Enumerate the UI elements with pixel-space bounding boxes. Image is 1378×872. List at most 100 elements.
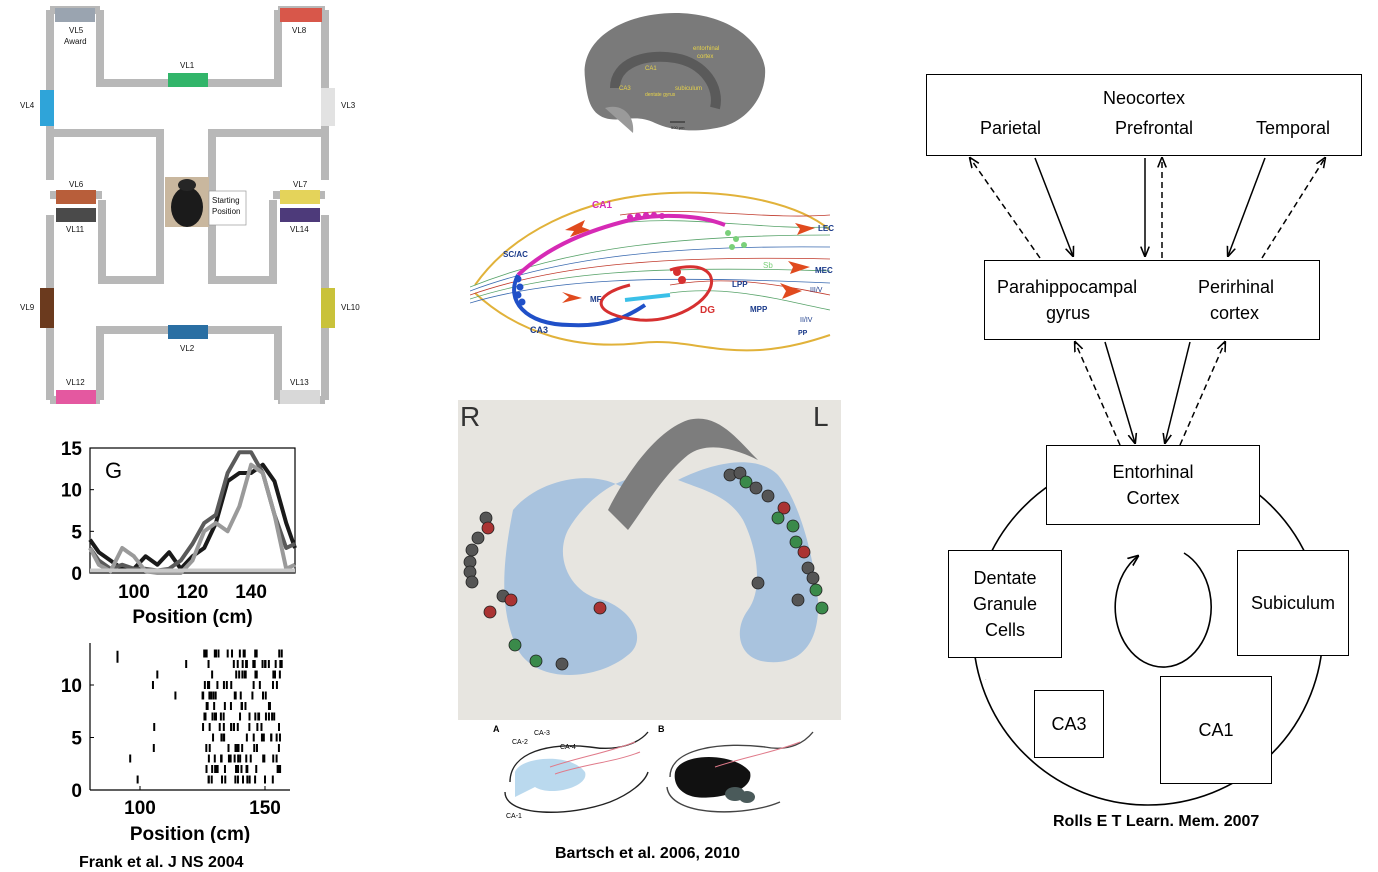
circuit-iiiv-label: III/V (810, 287, 823, 294)
ca1-box: CA1 (1160, 676, 1272, 784)
slice-subiculum: subiculum (675, 86, 702, 92)
vl10-label: VL10 (341, 303, 360, 312)
y-tick-label: 5 (71, 729, 82, 750)
electrode-sphere (806, 571, 820, 585)
y-tick-label: 10 (61, 481, 82, 502)
electrode-sphere (529, 654, 543, 668)
electrode-sphere (483, 605, 497, 619)
dg-label-1: Dentate (973, 568, 1037, 588)
parahip-label-2: gyrus (1046, 303, 1091, 323)
electrode-sphere (777, 501, 791, 515)
perirhinal-label-2: cortex (1210, 303, 1260, 323)
rolls-caption: Rolls E T Learn. Mem. 2007 (1053, 813, 1260, 830)
electrode-sphere (555, 657, 569, 671)
frank-caption: Frank et al. J NS 2004 (79, 854, 244, 871)
x-tick-label: 100 (124, 798, 156, 819)
vl9-patch (40, 288, 54, 328)
x-tick-label: 150 (249, 798, 281, 819)
circuit-lpp-label: LPP (732, 280, 748, 289)
slice-entorhinal: entorhinal (693, 46, 719, 52)
vl14-label: VL14 (290, 225, 309, 234)
vl5-label: VL5 (69, 26, 84, 35)
dg-label-3: Cells (984, 620, 1025, 640)
parahippocampal-box (984, 260, 1320, 340)
circuit-ca1-label: CA1 (592, 200, 612, 211)
subiculum-label: Subiculum (1250, 593, 1336, 613)
electrode-sphere (815, 601, 829, 615)
vl7-label: VL7 (293, 180, 308, 189)
series-line-3 (88, 462, 296, 575)
brain-slice-photo: entorhinal cortex CA1 CA3 subiculum dent… (584, 13, 766, 133)
circuit-mec-label: MEC (815, 266, 833, 275)
vl13-patch (280, 390, 320, 404)
circuit-lec-label: LEC (818, 224, 834, 233)
vl14-patch (280, 208, 320, 222)
dentate-box: Dentate Granule Cells (948, 550, 1062, 658)
mri-inset-a: A CA-2 CA-3 CA-4 CA-1 (493, 724, 649, 820)
vl7-patch (280, 190, 320, 204)
circuit-mpp-label: MPP (750, 305, 768, 314)
mri-l-label: L (813, 401, 829, 432)
circuit-iiiv2-label: II/IV (800, 317, 813, 324)
electrode-sphere (508, 638, 522, 652)
ca3-box: CA3 (1034, 690, 1104, 758)
slice-ca3: CA3 (619, 86, 631, 92)
vl11-patch (56, 208, 96, 222)
electrode-sphere (786, 519, 800, 533)
award-label: Award (64, 37, 87, 46)
vl3-label: VL3 (341, 101, 356, 110)
vl8-label: VL8 (292, 26, 307, 35)
slice-scale: 500 µm (671, 125, 685, 130)
vl4-patch (40, 90, 54, 126)
slice-ca1: CA1 (645, 66, 657, 72)
vl12-patch (56, 390, 96, 404)
start-label-2: Position (212, 207, 241, 216)
x-tick-label: 100 (118, 582, 150, 603)
x-axis-label: Position (cm) (130, 824, 250, 843)
electrode-sphere (465, 575, 479, 589)
entorhinal-box: Entorhinal Cortex (1046, 445, 1260, 525)
perirhinal-label-1: Perirhinal (1198, 277, 1275, 297)
electrode-sphere (797, 545, 811, 559)
svg-text:.: . (985, 676, 987, 682)
slice-dentate: dentate gyrus (645, 92, 676, 98)
temporal-label: Temporal (1256, 118, 1331, 138)
prefrontal-label: Prefrontal (1115, 118, 1194, 138)
y-tick-label: 15 (61, 439, 83, 460)
circuit-mf-label: MF (590, 295, 602, 304)
vl2-patch (168, 325, 208, 339)
circuit-sb-label: Sb (763, 261, 773, 270)
circuit-dg-label: DG (700, 305, 715, 316)
vl4-label: VL4 (20, 101, 35, 110)
vl6-patch (56, 190, 96, 204)
inset-ca1-label: CA-1 (506, 813, 522, 820)
x-axis-label: Position (cm) (132, 607, 252, 628)
slice-cortex: cortex (697, 54, 713, 60)
mri-hippocampus-render: R L (458, 400, 841, 720)
subiculum-box: Subiculum (1237, 550, 1349, 656)
electrode-sphere (809, 583, 823, 597)
vl9-label: VL9 (20, 303, 35, 312)
electrode-sphere (739, 475, 753, 489)
circuit-ca3-label: CA3 (530, 325, 548, 335)
x-tick-label: 140 (235, 582, 267, 603)
x-tick-label: 120 (177, 582, 209, 603)
inset-b-label: B (658, 724, 665, 734)
electrode-sphere (791, 593, 805, 607)
y-tick-label: 5 (71, 522, 82, 543)
mri-r-label: R (460, 401, 480, 432)
vl11-label: VL11 (66, 225, 85, 234)
electrode-sphere (789, 535, 803, 549)
vl12-label: VL12 (66, 378, 85, 387)
bartsch-caption: Bartsch et al. 2006, 2010 (555, 845, 741, 862)
circuit-scac-label: SC/AC (503, 250, 528, 259)
vl13-label: VL13 (290, 378, 309, 387)
ento-label-2: Cortex (1126, 488, 1180, 508)
start-box (208, 190, 247, 226)
vl3-patch (321, 88, 335, 126)
hippocampal-circuit-drawing: CA1 SC/AC CA3 MF DG Sb LEC MEC III/V LPP… (470, 191, 834, 352)
ca1-label: CA1 (1198, 720, 1234, 740)
